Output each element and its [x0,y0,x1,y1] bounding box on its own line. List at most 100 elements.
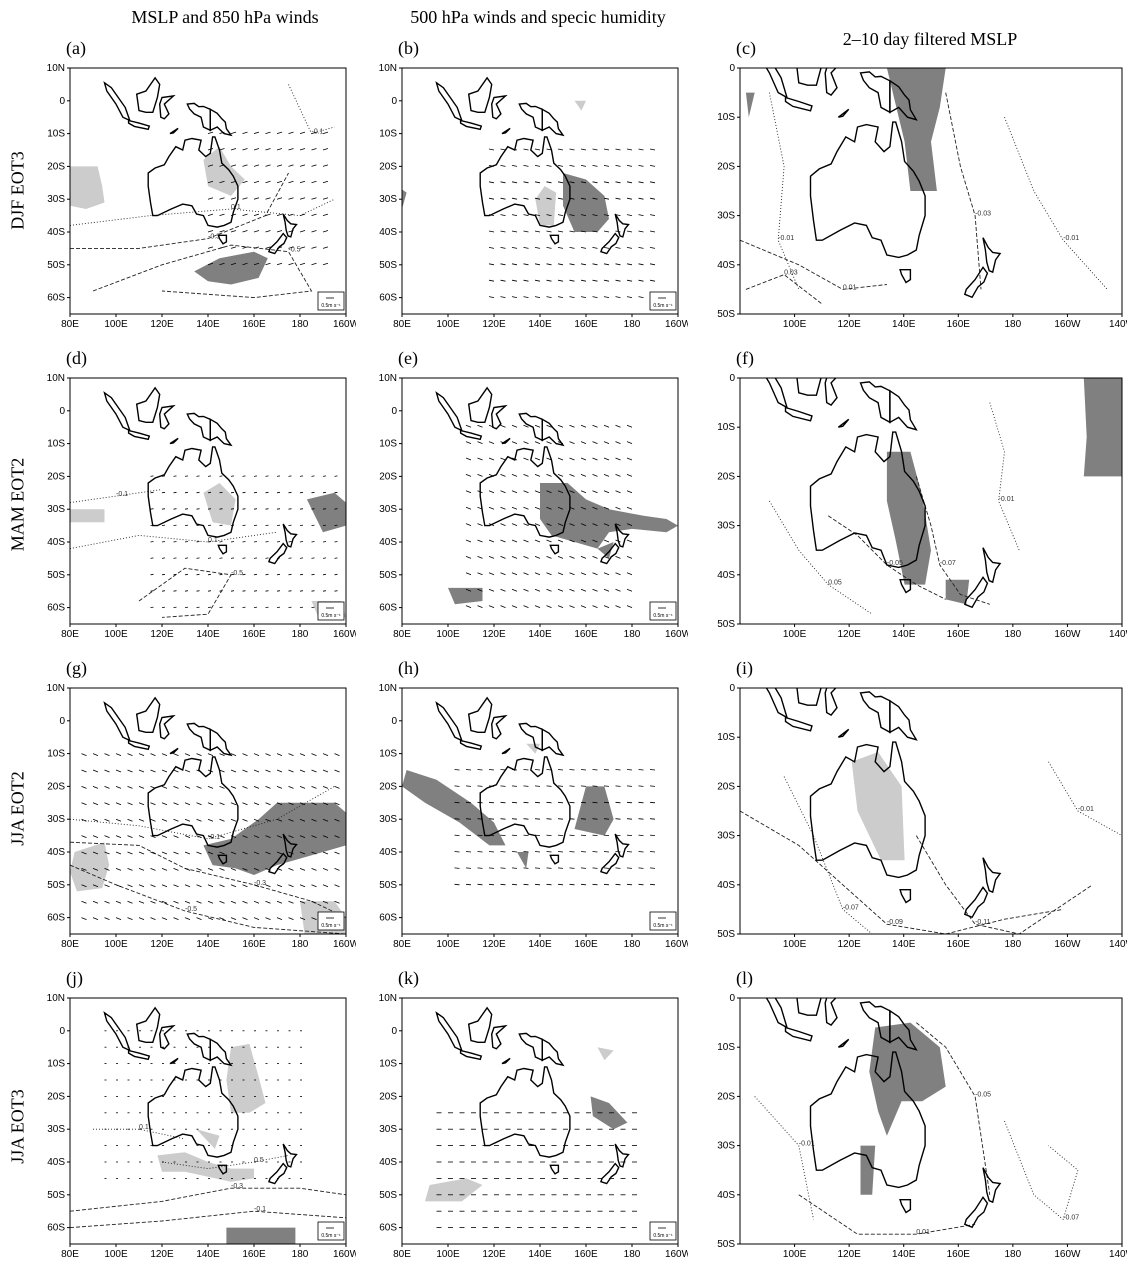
coastline [217,234,228,245]
wind-arrow [511,523,518,526]
wind-arrow [322,541,327,543]
shaded-region [745,92,755,118]
coastline [549,1164,560,1175]
wind-arrow [569,441,575,444]
wind-arrow [626,883,633,886]
wind-arrow [511,588,518,592]
wind-arrow [81,884,87,888]
wind-arrow [546,605,552,608]
wind-arrow [557,883,564,886]
wind-arrow [511,474,518,477]
wind-arrow [81,802,87,806]
wind-arrow [207,262,214,266]
y-tick-label: 30S [379,504,397,515]
wind-arrow [615,867,621,869]
x-tick-label: 80E [61,319,79,330]
wind-arrow [334,541,338,543]
wind-arrow [546,851,552,853]
coastline [837,108,850,118]
wind-arrow [615,263,621,266]
wind-arrow [253,524,258,526]
scale-box [649,911,677,931]
wind-arrow [161,818,168,822]
wind-arrow [569,556,575,559]
coastline [824,378,838,407]
scale-box [317,911,345,931]
wind-arrow [230,541,235,543]
wind-arrow [253,769,260,773]
plot-frame [401,997,679,1245]
wind-arrow [603,785,610,787]
wind-arrow [511,801,518,804]
wind-arrow [265,213,271,216]
wind-arrow [511,296,518,298]
shaded-region [1083,378,1122,477]
coastline [135,1006,161,1043]
contour-label: -0.01 [1078,806,1094,813]
wind-arrow [150,835,156,838]
wind-arrow [511,263,518,266]
wind-arrow [127,868,133,871]
wind-arrow [534,588,541,592]
shaded-region [196,1129,220,1149]
wind-arrow [626,424,633,428]
wind-arrow [523,165,529,167]
coastline [103,81,132,122]
coastline [267,542,288,565]
wind-arrow [219,557,223,559]
wind-arrow [488,605,495,608]
wind-arrow [465,441,472,444]
scale-box [649,601,677,621]
wind-arrow [454,851,460,853]
wind-arrow [299,246,306,249]
wind-arrow [184,900,191,904]
wind-arrow [603,490,610,494]
wind-arrow [592,769,598,771]
x-tick-label: 120E [482,319,506,330]
wind-arrow [615,296,621,298]
wind-arrow [265,590,269,592]
wind-arrow [523,818,529,820]
wind-arrow [534,296,541,298]
wind-arrow [557,148,564,151]
plot-frame [69,997,347,1245]
wind-arrow [569,539,575,543]
wind-arrow [546,181,552,184]
wind-arrow [649,279,656,282]
wind-arrow [242,557,246,559]
row-label-1: DJF EOT3 [7,151,28,230]
wind-arrow [546,230,552,233]
wind-arrow [104,769,110,773]
wind-arrow [81,900,87,904]
wind-arrow [184,508,189,510]
wind-arrow [534,506,541,510]
wind-arrow [311,524,315,526]
x-tick-label: 120E [482,1249,506,1260]
wind-arrow [592,834,598,836]
wind-arrow [334,818,340,822]
wind-arrow [184,818,191,822]
wind-arrow [161,868,168,871]
contour-line [70,1187,346,1212]
x-tick-label: 160E [947,1249,971,1260]
wind-arrow [649,214,656,216]
contour-line [70,841,346,919]
wind-arrow [219,851,225,855]
wind-arrow [477,588,483,592]
coastline [435,391,464,432]
wind-arrow [253,230,260,233]
coastline [765,688,789,719]
wind-arrow [615,818,621,820]
wind-arrow [334,573,338,576]
wind-arrow [311,541,315,543]
wind-arrow [488,148,495,151]
wind-arrow [219,753,225,756]
wind-arrow [253,835,260,838]
wind-arrow [569,474,575,477]
wind-arrow [454,834,460,836]
wind-arrow [127,818,133,822]
